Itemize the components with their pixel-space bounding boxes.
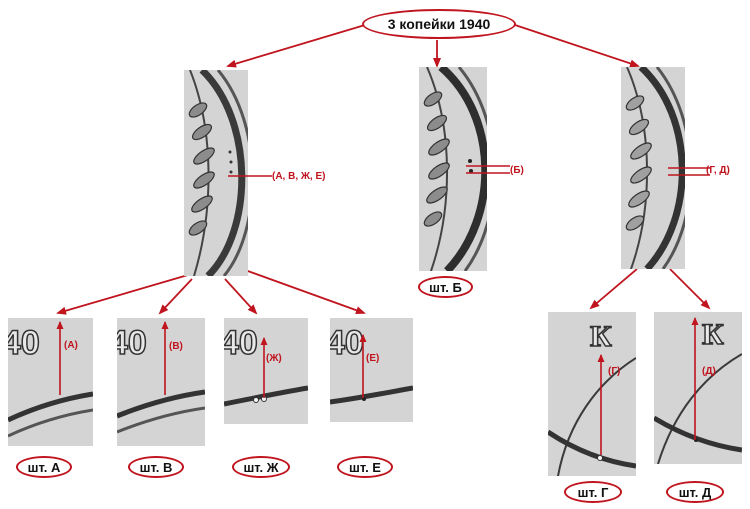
photo-digits: 40	[8, 324, 40, 362]
mark-die-A: (А)	[64, 340, 78, 351]
oval-die-E: шт. Е	[337, 456, 393, 478]
mark-die-V: (В)	[169, 341, 183, 352]
photo-die-A: 40	[8, 318, 93, 446]
photo-die-V: 40	[117, 318, 205, 446]
oval-die-Zh: шт. Ж	[232, 456, 290, 478]
pointer-lines-left	[228, 175, 272, 177]
mark-die-Zh: (Ж)	[266, 353, 282, 364]
photo-die-Zh: 40	[224, 318, 308, 424]
title-oval: 3 копейки 1940	[362, 9, 516, 39]
oval-die-V: шт. В	[128, 456, 184, 478]
arrow-left-to-E	[244, 269, 366, 315]
oval-die-B: шт. Б	[418, 276, 473, 298]
photo-letter: К	[590, 320, 612, 353]
pointer-lines-middle	[466, 165, 510, 174]
arrow-left-to-V	[158, 278, 193, 315]
arrow-left-to-A	[56, 269, 206, 315]
photo-die-E: 40	[330, 318, 413, 422]
wheat-ear-closeup	[423, 67, 487, 271]
oval-die-G: шт. Г	[564, 481, 622, 503]
photo-die-D: К	[654, 312, 742, 464]
oval-die-A: шт. А	[16, 456, 72, 478]
photo-digits: 40	[330, 324, 364, 362]
photo-die-G: К	[548, 312, 636, 476]
arrow-right-to-D	[669, 268, 711, 310]
wheat-ear-closeup	[188, 70, 248, 276]
label-group-middle: (Б)	[510, 165, 524, 176]
oval-die-D: шт. Д	[666, 481, 724, 503]
label-group-left: (А, В, Ж, Е)	[272, 171, 326, 182]
photo-letter: К	[702, 318, 724, 351]
label-group-right: (Г, Д)	[706, 165, 730, 176]
mark-die-G: (Г)	[608, 366, 621, 377]
arrow-left-to-Zh	[224, 278, 258, 315]
photo-digits: 40	[224, 324, 258, 362]
pointer-lines-right	[668, 167, 710, 176]
mark-die-D: (Д)	[702, 366, 716, 377]
arrow-right-to-G	[589, 268, 638, 310]
photo-group-left	[184, 70, 248, 276]
mark-die-E: (Е)	[366, 353, 380, 364]
arrow-title-to-right	[514, 24, 640, 68]
photo-group-middle	[419, 67, 487, 271]
arrow-title-to-left	[226, 24, 366, 68]
photo-digits: 40	[117, 324, 147, 362]
